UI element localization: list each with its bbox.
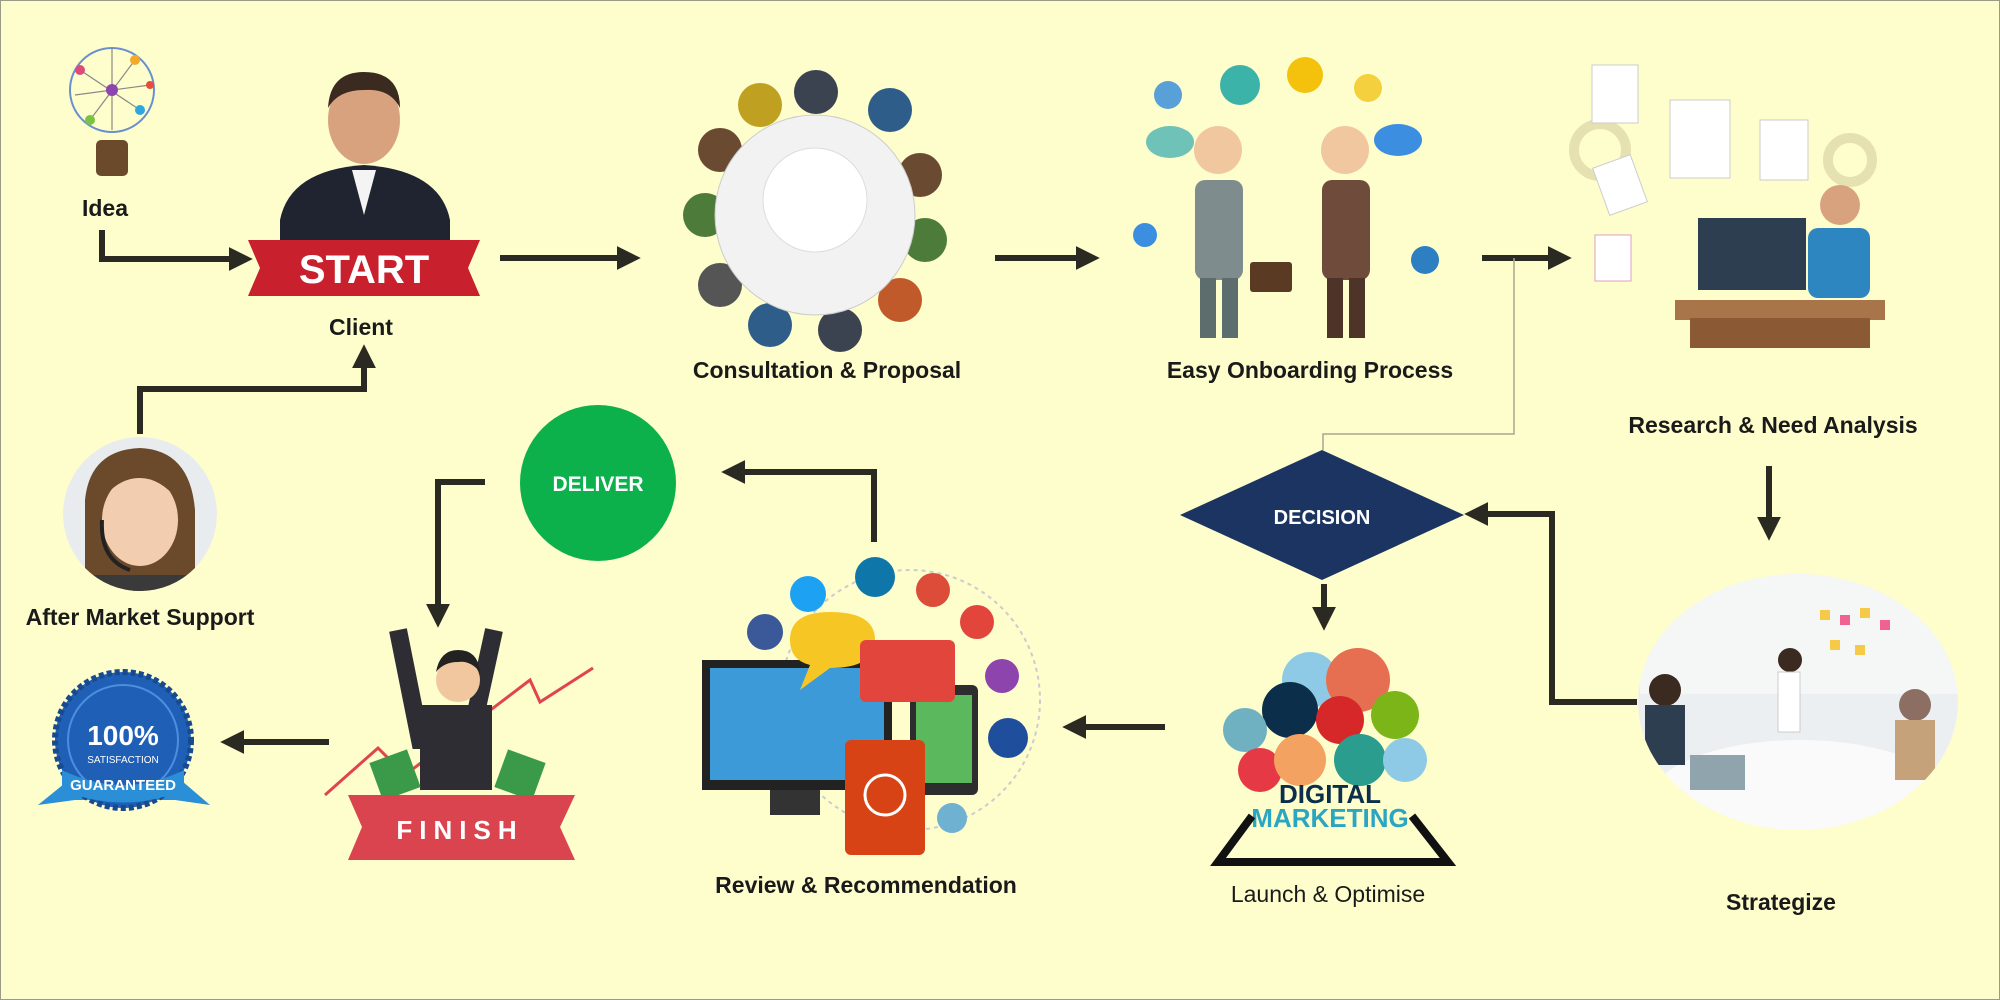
digital-marketing-image: DIGITAL MARKETING <box>1210 648 1457 866</box>
decision-diamond <box>1180 450 1464 580</box>
start-banner-text: START <box>299 248 429 292</box>
guarantee-badge-icon: 100% SATISFACTION GUARANTEED <box>38 669 210 811</box>
badge-satisfaction: SATISFACTION <box>87 755 159 766</box>
label-strategize: Strategize <box>1726 889 1836 915</box>
finish-celebration-image: FINISH <box>324 628 594 860</box>
label-review: Review & Recommendation <box>715 872 1017 898</box>
arrow-review-to-deliver <box>721 460 877 542</box>
client-start-image: START <box>248 72 480 296</box>
digital-text: DIGITAL <box>1279 779 1381 809</box>
arrow-deliver-to-finish <box>426 479 485 628</box>
label-client: Client <box>329 314 393 340</box>
label-consultation: Consultation & Proposal <box>692 357 962 383</box>
connector-onboarding-to-decision <box>1322 258 1515 450</box>
arrow-strategize-to-decision <box>1464 502 1637 705</box>
consultation-table-image <box>683 70 947 352</box>
marketing-text: MARKETING <box>1251 803 1408 833</box>
strategize-meeting-image <box>1638 574 1958 830</box>
research-analysis-image <box>1569 64 1885 348</box>
deliver-label: DELIVER <box>552 473 643 496</box>
deliver-circle <box>520 405 676 561</box>
label-launch: Launch & Optimise <box>1230 881 1426 907</box>
arrow-support-to-client <box>137 344 376 434</box>
badge-guaranteed: GUARANTEED <box>70 777 176 794</box>
idea-bulb-icon <box>69 47 155 176</box>
onboarding-handshake-image <box>1133 57 1439 338</box>
label-after-support: After Market Support <box>25 604 255 630</box>
badge-percent: 100% <box>87 720 159 751</box>
label-onboarding: Easy Onboarding Process <box>1166 357 1454 383</box>
support-agent-avatar <box>63 437 217 591</box>
arrow-idea-to-client <box>99 230 253 271</box>
review-devices-image <box>702 557 1041 855</box>
label-idea: Idea <box>81 195 129 221</box>
label-research: Research & Need Analysis <box>1628 412 1918 438</box>
decision-label: DECISION <box>1274 507 1371 529</box>
finish-banner-text: FINISH <box>396 815 523 845</box>
